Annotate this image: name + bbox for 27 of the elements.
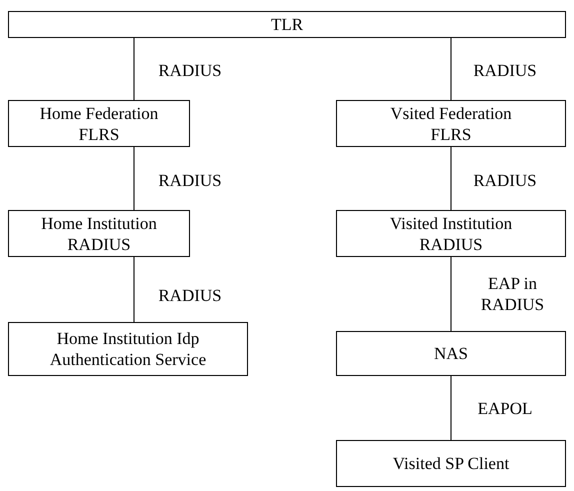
- process-box: [336, 100, 566, 147]
- box-label: TLR: [270, 14, 304, 35]
- process-box: [336, 331, 566, 376]
- edge-label: EAP in RADIUS: [480, 273, 546, 315]
- edge-label: RADIUS: [472, 170, 538, 191]
- box-label: Home Institution RADIUS: [40, 212, 158, 254]
- process-box: [8, 11, 566, 38]
- edge-label: RADIUS: [157, 60, 223, 81]
- process-box: [8, 100, 190, 147]
- connector-line: [450, 38, 452, 100]
- box-label: Home Institution Idp Authentication Service: [48, 328, 208, 370]
- process-box: [8, 322, 248, 376]
- box-label: Vsited Federation FLRS: [389, 102, 513, 144]
- box-label: Visited Institution RADIUS: [388, 212, 514, 254]
- edge-label: RADIUS: [157, 285, 223, 306]
- connector-line: [450, 376, 452, 440]
- edge-label: EAPOL: [476, 398, 534, 419]
- box-label: NAS: [434, 343, 468, 364]
- process-box: [336, 440, 566, 487]
- process-box: [336, 210, 566, 257]
- box-label: Home Federation FLRS: [38, 102, 160, 144]
- connector-line: [450, 256, 452, 332]
- connector-line: [450, 146, 452, 210]
- process-box: [8, 210, 190, 257]
- edge-label: RADIUS: [157, 170, 223, 191]
- edge-label: RADIUS: [472, 60, 538, 81]
- box-label: Visited SP Client: [392, 453, 510, 474]
